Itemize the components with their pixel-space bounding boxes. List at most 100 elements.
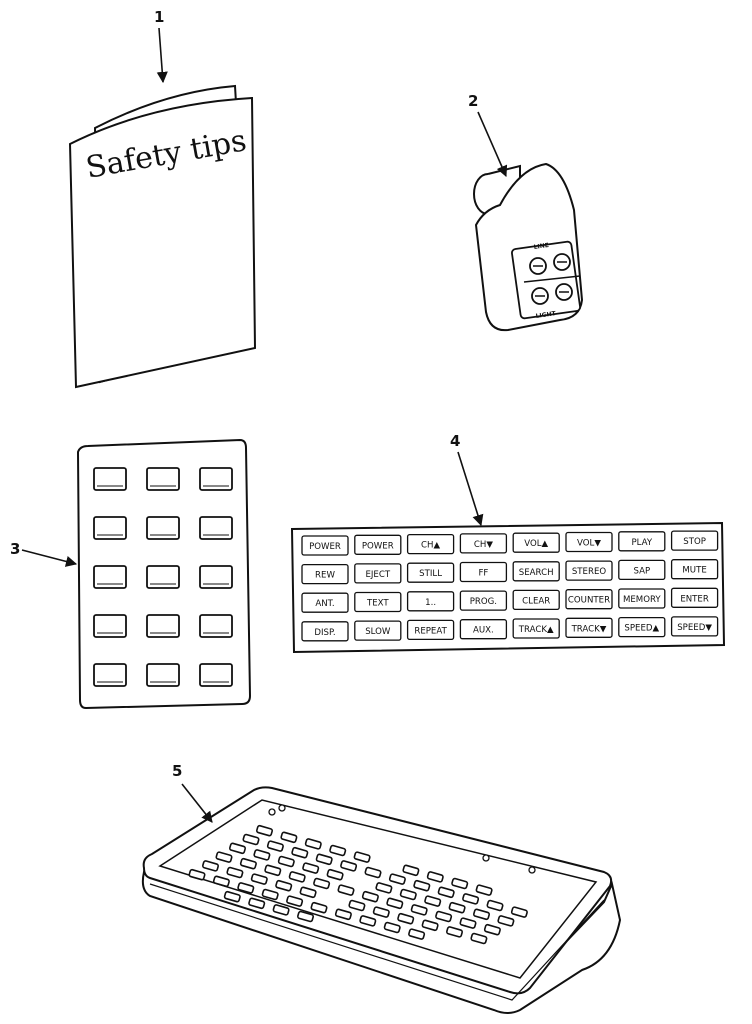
- keyboard-key: [361, 890, 379, 903]
- key-label-text: SAP: [633, 566, 650, 576]
- keyboard-key: [383, 921, 401, 934]
- keyboard-key: [326, 868, 344, 881]
- callout-3-label: 3: [10, 540, 20, 558]
- keyboard-key: [188, 868, 206, 881]
- keyboard-key: [201, 860, 220, 872]
- key-label-cell: 1..: [406, 591, 455, 612]
- keyboard-key: [286, 895, 304, 907]
- keyboard-key: [448, 901, 466, 914]
- key-label-text: STOP: [683, 537, 706, 547]
- key-label-text: TRACK▼: [571, 624, 607, 634]
- keyboard-key: [459, 917, 477, 929]
- adapter-screw-terminals: [523, 253, 581, 305]
- key-label-text: ENTER: [680, 594, 709, 604]
- keyboard-key: [340, 860, 358, 872]
- keyboard-key: [299, 886, 317, 899]
- keyboard-key: [413, 879, 431, 892]
- keyboard-key: [364, 866, 382, 879]
- pad-key: [199, 467, 233, 491]
- key-label-cell: REW: [301, 563, 349, 585]
- keyboard-key: [510, 906, 528, 918]
- keyboard-key: [291, 846, 309, 859]
- keyboard-key: [359, 915, 377, 927]
- key-label-cell: STILL: [406, 562, 455, 583]
- keyboard-key: [304, 838, 322, 850]
- pad-key: [93, 663, 127, 687]
- pad-key: [146, 663, 180, 687]
- keyboard-key: [248, 897, 266, 910]
- key-label-text: EJECT: [365, 570, 390, 580]
- adapter-bottom-label: LIGHT: [535, 310, 557, 320]
- key-label-text: POWER: [309, 542, 341, 552]
- key-label-cell: VOL▼: [565, 531, 613, 553]
- part-2-adapter-plug: LINE LIGHT: [473, 162, 584, 332]
- keyboard-key: [280, 831, 298, 844]
- callout-1: 1: [154, 8, 168, 84]
- pad-key: [146, 565, 180, 589]
- key-label-cell: TRACK▼: [565, 617, 613, 638]
- key-label-cell: COUNTER: [565, 589, 613, 610]
- keyboard-key: [353, 851, 371, 863]
- keyboard-key: [228, 842, 247, 855]
- keyboard-key: [226, 866, 244, 879]
- keyboard-key: [470, 932, 488, 945]
- callout-5: 5: [172, 762, 213, 823]
- callout-4-label: 4: [450, 432, 460, 450]
- pad-keys: [93, 467, 233, 687]
- key-label-cell: ANT.: [301, 592, 349, 613]
- keyboard-key: [334, 908, 352, 921]
- keyboard-key: [315, 853, 333, 866]
- keyboard-key: [462, 893, 480, 905]
- keyboard-key: [253, 849, 271, 861]
- pad-key: [93, 516, 127, 540]
- keyboard-key: [250, 873, 268, 885]
- key-label-cell: SLOW: [354, 620, 402, 641]
- key-label-text: PLAY: [631, 538, 652, 548]
- pad-key: [199, 565, 233, 589]
- key-label-text: SPEED▲: [624, 624, 659, 634]
- keyboard-key: [497, 915, 515, 927]
- key-label-cell: STOP: [670, 530, 719, 551]
- keyboard-key: [239, 857, 257, 870]
- keyboard-key: [445, 926, 464, 938]
- key-label-text: FF: [478, 569, 488, 579]
- key-label-text: MEMORY: [623, 595, 661, 605]
- keyboard-key: [472, 908, 491, 921]
- keyboard-key: [329, 844, 347, 857]
- key-label-cell: TEXT: [354, 591, 402, 613]
- key-label-text: ANT.: [315, 599, 334, 609]
- key-label-cell: SPEED▼: [670, 616, 719, 637]
- part-3-button-pad: [76, 438, 252, 710]
- pad-key: [146, 467, 180, 491]
- keyboard-key: [261, 888, 279, 901]
- key-label-cell: TRACK▲: [512, 618, 560, 639]
- key-label-cell: FF: [459, 561, 508, 583]
- key-label-text: REW: [315, 571, 335, 581]
- callout-2-label: 2: [468, 92, 478, 110]
- key-label-text: VOL▼: [577, 539, 601, 549]
- keyboard-key: [313, 877, 331, 890]
- key-label-text: CH▲: [421, 541, 440, 551]
- keyboard-key: [272, 904, 290, 916]
- key-label-text: TRACK▲: [518, 625, 554, 635]
- keyboard-key: [288, 871, 306, 883]
- keyboard-key: [275, 879, 293, 892]
- key-label-text: 1..: [425, 598, 436, 608]
- key-label-cell: SPEED▲: [618, 616, 666, 638]
- key-label-text: POWER: [362, 541, 394, 551]
- keyboard-key: [255, 824, 274, 837]
- key-label-cell: SEARCH: [512, 561, 560, 582]
- callout-1-label: 1: [154, 8, 164, 26]
- key-label-text: PROG.: [470, 597, 497, 607]
- key-label-cell: POWER: [301, 535, 349, 556]
- key-label-text: STEREO: [572, 567, 607, 577]
- key-label-text: VOL▲: [524, 539, 548, 549]
- pad-key: [199, 614, 233, 638]
- key-label-cell: EJECT: [354, 563, 402, 584]
- key-label-cell: AUX.: [459, 619, 508, 640]
- keyboard-key: [212, 875, 230, 888]
- keyboard-key: [215, 851, 233, 863]
- pad-key: [93, 614, 127, 638]
- pad-key: [93, 565, 127, 589]
